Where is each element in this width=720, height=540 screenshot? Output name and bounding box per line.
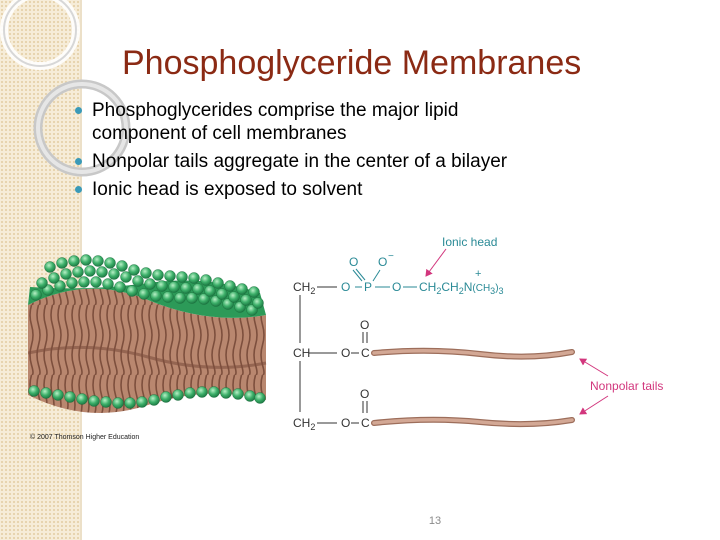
ionic-head-arrow-icon xyxy=(425,248,447,277)
formula-ch-mid: CH xyxy=(293,346,310,360)
bullet-dot-icon xyxy=(75,107,82,114)
lipid-bilayer-illustration xyxy=(28,254,267,413)
slide-title: Phosphoglyceride Membranes xyxy=(122,44,582,82)
formula-carbonyl-c-bottom: C xyxy=(361,416,370,430)
bullet-item: Nonpolar tails aggregate in the center o… xyxy=(72,150,692,173)
formula-phosphorus: P xyxy=(364,280,372,294)
nonpolar-tail-arrow-lower-icon xyxy=(579,395,609,415)
nonpolar-tails-label: Nonpolar tails xyxy=(590,379,663,393)
formula-ester-o-bottom: O xyxy=(341,416,350,430)
bullet-item: Phosphoglycerides comprise the major lip… xyxy=(72,99,692,145)
copyright-notice: © 2007 Thomson Higher Education xyxy=(30,434,140,441)
formula-ester-o-mid: O xyxy=(341,346,350,360)
formula-minus-sign: − xyxy=(388,251,394,262)
bullet-dot-icon xyxy=(75,158,82,165)
page-number: 13 xyxy=(428,515,442,527)
formula-head-o: O xyxy=(349,255,358,269)
ionic-head-label: Ionic head xyxy=(442,235,497,249)
bullet-text: Ionic head is exposed to solvent xyxy=(92,179,363,200)
formula-head-o-minus: O xyxy=(378,255,387,269)
bullet-text: Nonpolar tails aggregate in the center o… xyxy=(92,151,508,172)
formula-o-left: O xyxy=(341,280,350,294)
bullet-text: component of cell membranes xyxy=(92,123,347,144)
bullet-dot-icon xyxy=(75,186,82,193)
formula-ch2-bottom: CH2 xyxy=(293,416,315,432)
formula-carbonyl-o-bottom: O xyxy=(360,387,369,401)
formula-o-right: O xyxy=(392,280,401,294)
formula-carbonyl-o-mid: O xyxy=(360,318,369,332)
bullet-item: Ionic head is exposed to solvent xyxy=(72,178,692,201)
formula-plus-sign: + xyxy=(475,268,481,280)
bullet-text: Phosphoglycerides comprise the major lip… xyxy=(92,100,459,121)
bullet-list: Phosphoglycerides comprise the major lip… xyxy=(72,99,692,206)
formula-ch2-top: CH2 xyxy=(293,280,315,296)
decorative-rings xyxy=(0,0,131,177)
formula-carbonyl-c-mid: C xyxy=(361,346,370,360)
phosphoglyceride-structure-diagram: O O − P O O CH2CH2N(CH3)3 + CH2 CH CH2 O… xyxy=(293,235,663,432)
formula-head-chain: CH2CH2N(CH3)3 xyxy=(419,280,504,296)
nonpolar-tail-arrow-upper-icon xyxy=(579,358,609,377)
